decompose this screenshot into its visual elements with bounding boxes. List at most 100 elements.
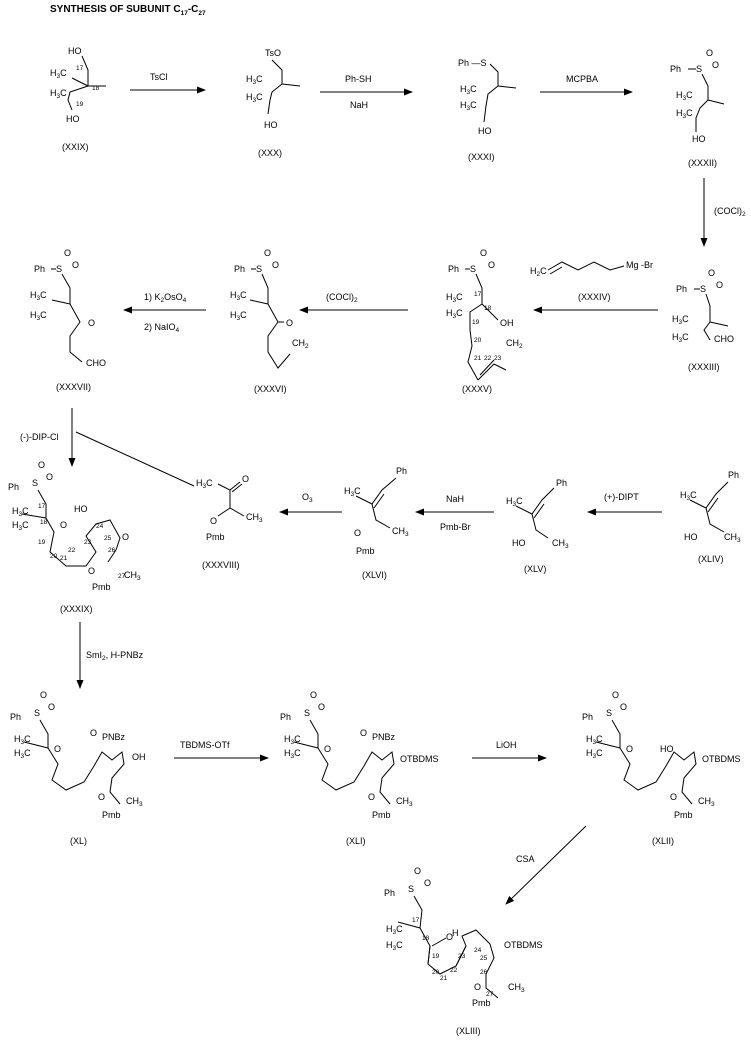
svg-text:(XXXIII): (XXXIII) [688,362,720,372]
svg-text:O: O [712,60,719,70]
svg-text:(XLIII): (XLIII) [456,1026,481,1036]
compound-xxxiii: Ph S O O H3C H3C CHO (XXXIII) [672,268,734,372]
svg-text:Pmb: Pmb [102,810,121,820]
svg-text:(XLI): (XLI) [346,836,366,846]
svg-text:O: O [360,728,367,738]
svg-text:CH3: CH3 [552,538,569,550]
svg-text:HO: HO [68,46,82,56]
svg-text:H3C: H3C [50,68,67,80]
svg-text:H3C: H3C [386,924,403,936]
svg-text:23: 23 [494,355,502,362]
svg-text:O: O [424,878,431,888]
reagent-tbdmsotf: TBDMS-OTf [180,740,230,750]
svg-text:OH: OH [132,752,146,762]
svg-text:O: O [46,472,53,482]
compound-xlv: Ph H3C HO CH3 (XLV) [506,478,569,574]
svg-text:H: H [452,928,459,938]
svg-text:Pmb: Pmb [92,582,111,592]
svg-text:O: O [210,516,217,526]
svg-text:O: O [670,792,677,802]
svg-text:O: O [38,460,45,470]
compound-xxxi: Ph —S H3C H3C HO (XXXI) [458,58,517,162]
svg-text:O: O [40,690,47,700]
svg-text:OTBDMS: OTBDMS [504,940,543,950]
svg-text:O: O [122,532,129,542]
svg-text:CH3: CH3 [724,532,741,544]
svg-text:21: 21 [440,975,448,982]
svg-text:O: O [612,690,619,700]
compound-xxxii: Ph S O O H3C H3C HO (XXXII) [670,48,725,168]
compound-xxxviii: H3C O O CH3 Pmb (XXXVIII) [196,474,263,570]
svg-text:19: 19 [76,101,84,108]
svg-text:(XXXVII): (XXXVII) [56,382,91,392]
svg-text:CH3: CH3 [124,570,141,582]
reagent-naio4: 2) NaIO4 [144,322,180,334]
svg-text:H3C: H3C [506,496,523,508]
svg-text:Pmb: Pmb [472,998,491,1008]
svg-text:20: 20 [474,337,482,344]
svg-text:17: 17 [76,65,84,72]
svg-text:H3C: H3C [230,310,247,322]
svg-text:Ph: Ph [670,64,681,74]
svg-text:O: O [54,744,61,754]
svg-text:19: 19 [38,539,46,546]
svg-text:HO: HO [692,134,706,144]
svg-text:HO: HO [66,114,80,124]
svg-text:25: 25 [104,535,112,542]
svg-text:(XXXII): (XXXII) [688,158,717,168]
svg-text:S: S [32,478,38,488]
svg-text:O: O [488,260,495,270]
reagent-smi2: SmI2, H-PNBz [86,650,144,662]
svg-text:S: S [408,884,414,894]
svg-text:24: 24 [474,947,482,954]
svg-text:O: O [324,744,331,754]
svg-text:(XL): (XL) [70,836,87,846]
svg-text:17: 17 [38,503,46,510]
svg-text:Ph: Ph [280,712,291,722]
svg-text:HO: HO [478,126,492,136]
svg-text:O: O [48,702,55,712]
reagent-xxxiv-label: (XXXIV) [578,292,611,302]
svg-text:O: O [708,268,715,278]
compound-xxxvii: Ph S O O O H3C H3C CHO (XXXVII) [30,248,106,392]
svg-text:21: 21 [474,355,482,362]
svg-text:PNBz: PNBz [372,732,396,742]
svg-text:H3C: H3C [460,84,477,96]
svg-text:CH2: CH2 [292,338,309,350]
svg-text:Ph: Ph [728,470,739,480]
svg-text:Ph: Ph [10,712,21,722]
compound-xxxv: Ph S O O H3C H3C 17 18 19 OH 20 21 22 23… [446,248,523,394]
svg-text:24: 24 [96,523,104,530]
svg-text:S: S [34,708,40,718]
compound-xliii: Ph S O O H3C H3C O H OTBDMS O Pmb CH3 17… [384,866,543,1036]
svg-text:H3C: H3C [30,310,47,322]
svg-text:22: 22 [450,967,458,974]
svg-text:Pmb: Pmb [206,532,225,542]
svg-text:20: 20 [50,553,58,560]
svg-text:O: O [72,260,79,270]
svg-text:H3C: H3C [672,332,689,344]
reagent-cocl2-b: (COCl)2 [326,292,358,304]
svg-text:(XXXVIII): (XXXVIII) [202,560,240,570]
reagent-dipt: (+)-DIPT [604,492,639,502]
svg-text:23: 23 [458,953,466,960]
convergence-line [75,431,195,487]
svg-text:O: O [90,728,97,738]
svg-text:Ph: Ph [448,264,459,274]
svg-text:H3C: H3C [284,748,301,760]
svg-text:Ph: Ph [676,284,687,294]
svg-text:(XLV): (XLV) [524,564,546,574]
svg-text:O: O [354,528,361,538]
svg-text:H3C: H3C [672,314,689,326]
svg-text:H3C: H3C [284,734,301,746]
svg-text:HO: HO [660,744,674,754]
svg-text:Ph: Ph [384,888,395,898]
svg-text:CH3: CH3 [126,796,143,808]
svg-text:(XXX): (XXX) [258,148,282,158]
svg-text:26: 26 [108,547,116,554]
svg-text:HO: HO [684,532,698,542]
svg-text:(XXXI): (XXXI) [468,152,495,162]
svg-text:17: 17 [412,917,420,924]
svg-text:CH3: CH3 [396,796,413,808]
reagent-lioh: LiOH [496,740,517,750]
